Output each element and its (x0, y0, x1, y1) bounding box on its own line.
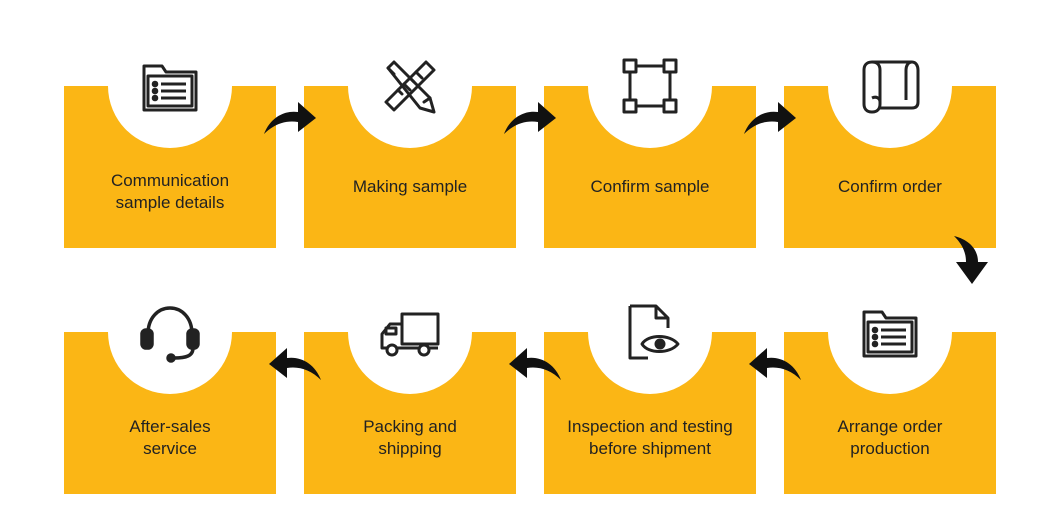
step-icon-circle (108, 270, 232, 394)
step-label: Inspection and testing before shipment (567, 417, 733, 458)
step-label: Making sample (352, 177, 468, 196)
scroll-icon (862, 60, 920, 114)
step-icon-circle (588, 24, 712, 148)
step-icon-circle (348, 24, 472, 148)
arrow-left-icon (749, 348, 801, 380)
step-label: Arrange order production (837, 417, 943, 458)
step-icon-circle (828, 270, 952, 394)
truck-icon (380, 312, 440, 357)
step-icon-circle (588, 270, 712, 394)
step-icon-circle (348, 270, 472, 394)
pencil-ruler-icon (384, 60, 436, 114)
step-card-inspection: Inspection and testing before shipment (544, 332, 756, 494)
document-list-icon (142, 64, 198, 112)
step-icon-circle (828, 24, 952, 148)
step-label: Communication sample details (110, 171, 230, 212)
headset-icon (140, 306, 200, 363)
vector-square-icon (622, 58, 678, 114)
step-label: Packing and shipping (363, 417, 457, 458)
step-label: Confirm sample (590, 177, 710, 196)
arrow-down-icon (954, 236, 988, 284)
step-icon-circle (108, 24, 232, 148)
step-label: After-sales service (129, 417, 211, 458)
arrow-left-icon (509, 348, 561, 380)
arrow-right-icon (744, 102, 796, 134)
document-list-icon (862, 310, 918, 358)
arrow-left-icon (269, 348, 321, 380)
arrow-right-icon (504, 102, 556, 134)
step-label: Confirm order (838, 177, 942, 196)
arrow-right-icon (264, 102, 316, 134)
file-eye-icon (628, 304, 680, 360)
